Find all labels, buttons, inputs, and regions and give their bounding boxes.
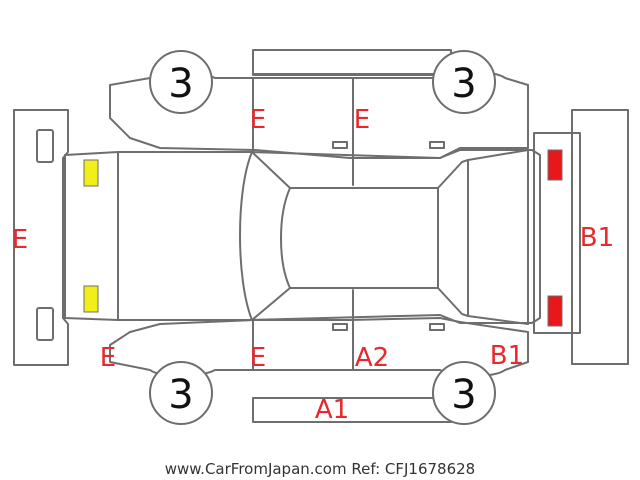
code-side-sill: A1	[315, 395, 349, 425]
lights	[83, 149, 563, 327]
wheels: 3 3 3 3	[149, 50, 496, 425]
code-front-door-bottom: E	[250, 343, 266, 373]
tire-count-front-left: 3	[168, 61, 193, 107]
front-bumper	[13, 109, 69, 366]
front-light-top-icon	[83, 159, 99, 187]
code-rear-quarter: B1	[490, 341, 524, 371]
car-body	[64, 149, 541, 325]
rear-light-bottom-icon	[547, 295, 563, 327]
wheel-front-right: 3	[149, 361, 213, 425]
front-light-bottom-icon	[83, 285, 99, 313]
wheel-rear-left: 3	[432, 50, 496, 114]
code-front-bumper: E	[12, 225, 28, 255]
tire-count-rear-left: 3	[451, 61, 476, 107]
footer-reference: www.CarFromJapan.com Ref: CFJ1678628	[165, 460, 475, 478]
damage-codes: E E E E E A2 B1 A1 B1	[12, 105, 614, 425]
code-front-bumper-corner: E	[100, 343, 116, 373]
rear-light-top-icon	[547, 149, 563, 181]
code-front-door-top: E	[250, 105, 266, 135]
code-rear-door-top: E	[354, 105, 370, 135]
wheel-rear-right: 3	[432, 361, 496, 425]
rear-bumper	[533, 109, 629, 365]
tire-count-front-right: 3	[168, 372, 193, 418]
tire-count-rear-right: 3	[451, 372, 476, 418]
code-rear-door-bottom: A2	[355, 343, 389, 373]
code-rear-bumper: B1	[580, 223, 614, 253]
wheel-front-left: 3	[149, 50, 213, 114]
